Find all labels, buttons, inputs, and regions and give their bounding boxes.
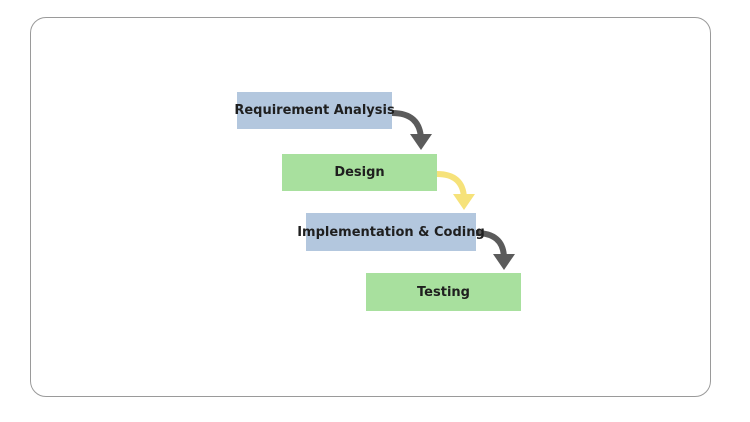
diagram-frame xyxy=(30,17,711,397)
step-testing: Testing xyxy=(366,273,521,311)
step-requirement-analysis: Requirement Analysis xyxy=(234,92,395,129)
step-label: Implementation & Coding xyxy=(297,224,485,240)
step-label: Testing xyxy=(417,284,470,300)
step-label: Design xyxy=(334,165,385,180)
step-design: Design xyxy=(282,154,437,191)
step-label: Requirement Analysis xyxy=(234,103,395,118)
step-implementation-coding: Implementation & Coding xyxy=(297,213,485,251)
